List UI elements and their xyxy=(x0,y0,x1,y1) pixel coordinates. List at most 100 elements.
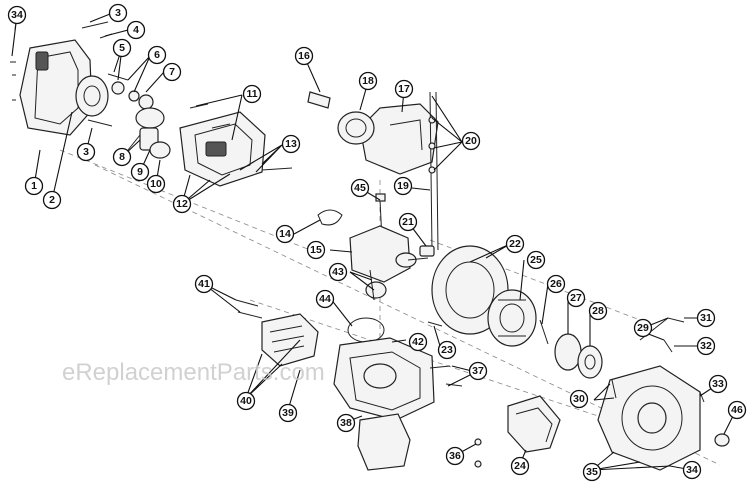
flywheel xyxy=(431,245,537,347)
svg-text:36: 36 xyxy=(449,450,461,462)
svg-text:14: 14 xyxy=(279,228,291,240)
svg-text:33: 33 xyxy=(712,378,724,390)
callout-37: 37 xyxy=(468,361,488,381)
svg-text:38: 38 xyxy=(340,417,352,429)
svg-text:3: 3 xyxy=(83,146,89,158)
svg-text:8: 8 xyxy=(119,151,125,163)
svg-text:5: 5 xyxy=(119,42,125,54)
svg-text:1: 1 xyxy=(31,180,37,192)
svg-text:16: 16 xyxy=(298,50,310,62)
svg-text:30: 30 xyxy=(573,393,585,405)
callout-34: 34 xyxy=(7,5,27,25)
svg-text:9: 9 xyxy=(137,166,143,178)
screws-37 xyxy=(429,365,463,387)
callout-17: 17 xyxy=(394,79,414,99)
svg-text:26: 26 xyxy=(550,278,562,290)
callout-44: 44 xyxy=(315,289,335,309)
callout-1: 1 xyxy=(24,176,44,196)
callout-16: 16 xyxy=(294,46,314,66)
callout-34b: 34 xyxy=(682,460,702,480)
small-parts-36 xyxy=(474,438,482,468)
svg-text:4: 4 xyxy=(133,24,139,36)
callout-18: 18 xyxy=(358,71,378,91)
callout-23: 23 xyxy=(437,340,457,360)
svg-text:43: 43 xyxy=(332,266,344,278)
shield-part xyxy=(507,395,561,453)
svg-text:42: 42 xyxy=(412,336,424,348)
engine-housing-left xyxy=(19,39,109,136)
callout-45: 45 xyxy=(350,178,370,198)
svg-text:34: 34 xyxy=(11,9,23,21)
bracket-part xyxy=(307,91,331,109)
svg-text:7: 7 xyxy=(169,66,175,78)
svg-text:23: 23 xyxy=(441,344,453,356)
svg-text:35: 35 xyxy=(586,466,598,478)
svg-text:24: 24 xyxy=(514,460,526,472)
callout-38: 38 xyxy=(336,413,356,433)
svg-text:19: 19 xyxy=(397,180,409,192)
callout-labels: 34 3 4 5 6 7 1 2 3 8 9 10 11 12 13 16 18… xyxy=(7,3,747,482)
callout-10: 10 xyxy=(146,174,166,194)
callout-41: 41 xyxy=(194,274,214,294)
svg-text:20: 20 xyxy=(465,135,477,147)
callout-12: 12 xyxy=(172,194,192,214)
clip-part xyxy=(317,209,343,226)
svg-text:12: 12 xyxy=(176,198,188,210)
callout-31: 31 xyxy=(696,308,716,328)
svg-text:21: 21 xyxy=(402,216,414,228)
watermark-text: eReplacementParts.com xyxy=(62,359,325,386)
callout-35: 35 xyxy=(582,462,602,482)
callout-42: 42 xyxy=(408,332,428,352)
callout-33: 33 xyxy=(708,374,728,394)
callout-2: 2 xyxy=(42,190,62,210)
callout-21: 21 xyxy=(398,212,418,232)
svg-text:37: 37 xyxy=(472,365,484,377)
svg-text:40: 40 xyxy=(240,395,252,407)
svg-text:29: 29 xyxy=(637,322,649,334)
svg-text:13: 13 xyxy=(285,138,297,150)
svg-text:45: 45 xyxy=(354,182,366,194)
control-rod xyxy=(428,91,439,251)
crankcase xyxy=(333,337,435,421)
svg-text:6: 6 xyxy=(154,49,160,61)
svg-text:44: 44 xyxy=(319,293,331,305)
link-part xyxy=(419,245,435,257)
svg-text:3: 3 xyxy=(115,7,121,19)
svg-text:15: 15 xyxy=(310,244,322,256)
small-hardware xyxy=(107,73,154,110)
callout-3: 3 xyxy=(108,3,128,23)
svg-text:28: 28 xyxy=(592,305,604,317)
fuel-tank xyxy=(337,103,439,175)
carburetor xyxy=(349,225,429,301)
callout-46: 46 xyxy=(727,400,747,420)
callout-24: 24 xyxy=(510,456,530,476)
callout-6: 6 xyxy=(147,45,167,65)
callout-8: 8 xyxy=(112,147,132,167)
callout-40: 40 xyxy=(236,391,256,411)
svg-text:34: 34 xyxy=(686,464,698,476)
svg-text:17: 17 xyxy=(398,83,410,95)
callout-26: 26 xyxy=(546,274,566,294)
callout-27: 27 xyxy=(566,288,586,308)
svg-text:41: 41 xyxy=(198,278,210,290)
callout-25: 25 xyxy=(526,250,546,270)
svg-text:11: 11 xyxy=(246,88,257,100)
gasket xyxy=(347,317,385,343)
callout-3b: 3 xyxy=(76,142,96,162)
callout-32: 32 xyxy=(696,336,716,356)
callout-39: 39 xyxy=(278,403,298,423)
callout-19: 19 xyxy=(393,176,413,196)
callout-15: 15 xyxy=(306,240,326,260)
callout-20: 20 xyxy=(461,131,481,151)
svg-text:25: 25 xyxy=(530,254,542,266)
air-filter-assembly xyxy=(235,299,319,367)
svg-text:27: 27 xyxy=(570,292,582,304)
callout-30: 30 xyxy=(569,389,589,409)
callout-11: 11 xyxy=(242,84,262,104)
clutch-housing xyxy=(597,317,705,471)
cylinder-housing xyxy=(179,103,293,187)
svg-text:10: 10 xyxy=(150,178,162,190)
callout-14: 14 xyxy=(275,224,295,244)
svg-text:2: 2 xyxy=(49,194,55,206)
